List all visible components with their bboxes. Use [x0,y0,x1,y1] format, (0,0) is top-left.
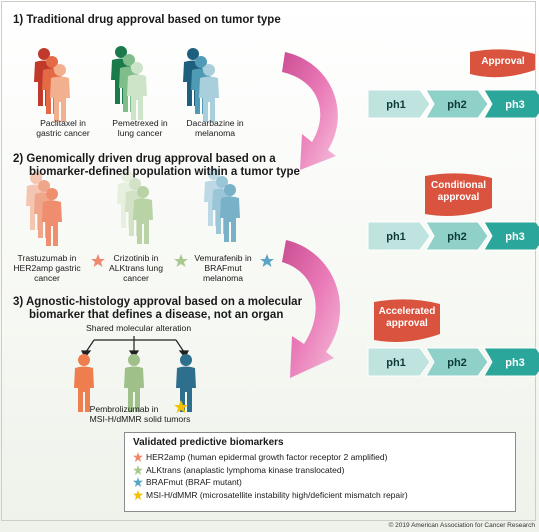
her2-star-icon [91,254,105,267]
pipeline-3-label-ph1: ph1 [386,357,406,369]
legend-box: Validated predictive biomarkers HER2amp … [124,432,516,512]
pipeline-2-chevron-ph2 [425,221,489,251]
approval-banner: Approval [481,56,525,67]
pipeline-2-chevron-ph3 [483,221,539,251]
people-group-her2 [26,172,62,246]
pipeline-1-chevron-ph3 [483,89,539,119]
copyright-text: © 2019 American Association for Cancer R… [388,522,535,529]
section1-title: 1) Traditional drug approval based on tu… [13,14,281,26]
section3-title-line2: biomarker that defines a disease, not an… [29,309,284,321]
pipelines: ph1 ph2 ph3 ph1 ph2 ph3 ph1 ph2 ph3 [367,89,539,377]
pipeline-3-label-ph3: ph3 [505,357,525,369]
people-group-lung [111,46,147,120]
accelerated-banner-shape [374,299,440,342]
people-group-melanoma [183,48,219,122]
legend-item-msi: MSI-H/dMMR (microsatellite instability h… [133,489,507,502]
pipeline-1-chevron-ph1 [367,89,431,119]
pipeline-2-chevron-ph1 [367,221,431,251]
pipeline-3-chevron-ph1 [367,347,431,377]
curved-arrow-1 [282,52,338,170]
shared-alteration-arrows [81,336,189,359]
pipeline-1-label-ph3: ph3 [505,99,525,111]
braf-legend-star-icon [133,477,143,488]
msi-legend-star-icon [133,489,143,500]
pipeline-1-label-ph1: ph1 [386,99,406,111]
legend-item-her2: HER2amp (human epidermal growth factor r… [133,451,507,464]
section2-title-line1: 2) Genomically driven drug approval base… [13,153,276,165]
alk-legend-star-icon [133,464,143,475]
conditional-banner-shape [425,173,492,216]
approval-banner-shape [470,49,535,78]
pipeline-1-label-ph2: ph2 [447,99,467,111]
legend-item-alk: ALKtrans (anaplastic lymphoma kinase tra… [133,464,507,477]
section3-title-line1: 3) Agnostic-histology approval based on … [13,296,303,308]
braf-star-icon [260,254,274,267]
people-group-gastric [34,48,70,122]
people-group-alk [117,170,153,244]
section2-title-line2: biomarker-defined population within a tu… [29,166,300,178]
pipeline-3-label-ph2: ph2 [447,357,467,369]
figure-frame [1,1,536,521]
pipeline-3-chevron-ph3 [483,347,539,377]
legend-title: Validated predictive biomarkers [133,437,284,448]
pipeline-2-label-ph3: ph3 [505,231,525,243]
pipeline-3-chevron-ph2 [425,347,489,377]
curved-arrow-2 [282,240,341,378]
pipeline-1-chevron-ph2 [425,89,489,119]
alk-star-icon [174,254,188,267]
msi-star-icon [174,400,188,413]
legend-item-braf: BRAFmut (BRAF mutant) [133,476,507,489]
pipeline-2-label-ph2: ph2 [447,231,467,243]
people-group-braf [204,168,240,242]
shared-alteration-label: Shared molecular alteration [86,323,192,333]
her2-legend-star-icon [133,452,143,463]
pipeline-2-label-ph1: ph1 [386,231,406,243]
